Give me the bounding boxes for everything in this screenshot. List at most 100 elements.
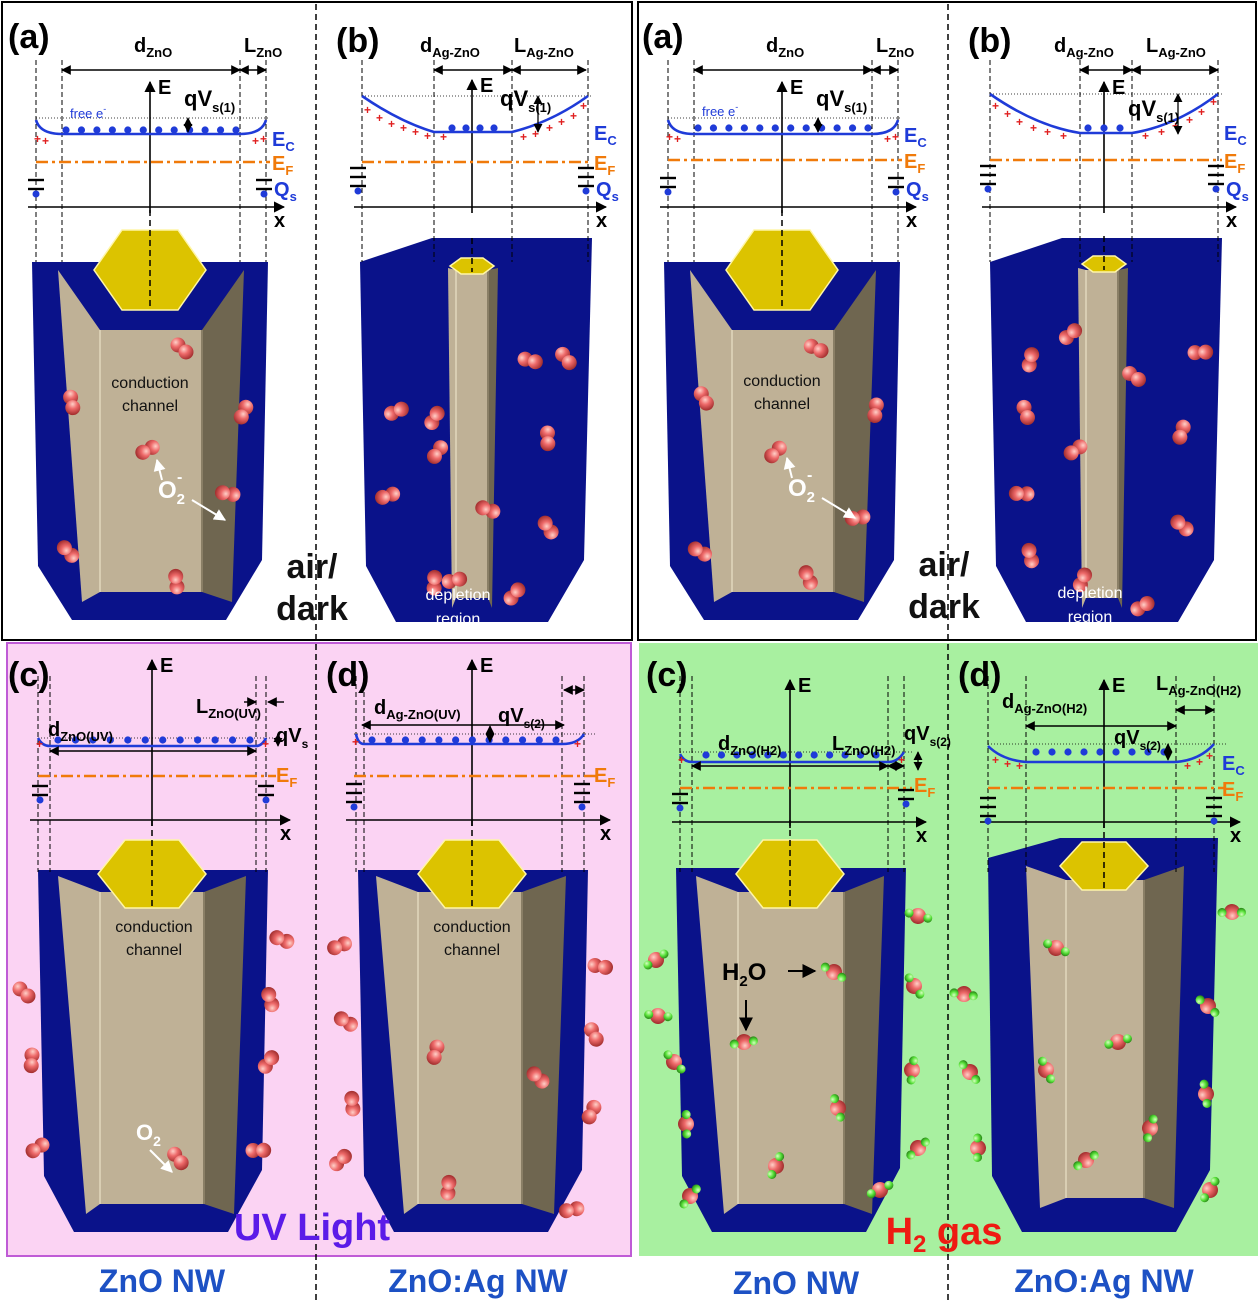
ef-label: EF — [914, 775, 935, 800]
h2o-molecule — [1142, 1114, 1158, 1143]
hydrogen-atom — [1217, 908, 1227, 918]
hexagonal-top-face — [1080, 255, 1128, 273]
positive-charge: + — [574, 737, 581, 751]
oxygen-atom — [1198, 1086, 1214, 1102]
oxygen-atom — [597, 959, 613, 975]
free-electron-dot — [141, 736, 149, 744]
hydrogen-atom — [949, 988, 959, 998]
panel-label-c-uv: (c) — [8, 656, 50, 694]
dim-l-agzno-h2: LAg-ZnO(H2) — [1156, 673, 1241, 698]
surface-charge-symbol — [1206, 796, 1222, 825]
positive-charge: + — [364, 103, 371, 117]
positive-charge: + — [352, 735, 359, 749]
positive-charge: + — [1158, 125, 1165, 139]
ec-letter: E — [1222, 753, 1235, 775]
ef-letter: E — [1222, 779, 1235, 801]
positive-charge: + — [34, 132, 41, 146]
conduction-band-curve — [361, 94, 589, 134]
ef-label: EF — [594, 765, 615, 790]
surface-charge-symbol — [574, 782, 590, 811]
ec-subscript: C — [1237, 133, 1247, 148]
ec-label: EC — [594, 123, 617, 148]
o2-molecule — [135, 439, 160, 460]
pillar-front-face — [100, 892, 204, 1204]
nanowire-b-left — [360, 238, 592, 622]
oxygen-atom — [264, 1050, 280, 1066]
nanowire-d-h2 — [988, 822, 1218, 1232]
oxygen-atom — [698, 395, 714, 411]
qv-label-c-h2: qVs(2) — [904, 723, 951, 749]
hydrogen-atom — [1060, 947, 1070, 957]
pillar-right-face — [204, 876, 246, 1214]
oxygen-atom — [168, 568, 184, 584]
pillar-front-face — [1066, 880, 1144, 1198]
position-axis-label: x — [1226, 210, 1237, 232]
pillar-left-face — [1078, 268, 1086, 608]
qv-label-d-h2: qVs(2) — [1114, 727, 1161, 753]
o2-molecule — [803, 338, 829, 359]
oxygen-atom — [426, 580, 442, 596]
hydrogen-atom — [971, 1074, 981, 1084]
oxygen-atom — [956, 986, 972, 1002]
positive-charge: + — [1198, 105, 1205, 119]
o2-molecule — [1016, 399, 1035, 425]
positive-charge: + — [1142, 129, 1149, 143]
ec-letter: E — [904, 125, 917, 147]
hydrogen-atom — [1143, 1133, 1153, 1143]
oxygen-atom — [558, 1203, 574, 1219]
positive-charge: + — [1044, 125, 1051, 139]
o2-molecule — [475, 500, 501, 519]
free-electron-dot — [779, 751, 787, 759]
pillar-left-face — [690, 270, 732, 602]
surface-charge-symbol — [256, 178, 272, 198]
o2-molecule — [384, 401, 409, 421]
h2o-molecule — [1073, 1150, 1099, 1171]
ef-subscript: F — [1235, 789, 1243, 804]
h2o-label: H2O — [722, 959, 766, 990]
position-axis-label: x — [274, 210, 285, 232]
trapped-electron — [36, 796, 44, 804]
band-diagram-c-uv: Ex++EF — [30, 655, 297, 872]
hydrogen-atom — [1195, 995, 1205, 1005]
trapped-electron — [350, 803, 358, 811]
free-electron-dot — [1096, 748, 1104, 756]
h2o-molecule — [644, 1008, 673, 1024]
o2-molecule — [56, 540, 80, 563]
free-electron-dot — [1080, 748, 1088, 756]
qs-label: Qs — [596, 179, 619, 204]
free-electron-dot — [771, 124, 779, 132]
pillar-front-face — [732, 330, 834, 592]
positive-charge: + — [1004, 757, 1011, 771]
ec-label: EC — [1224, 123, 1247, 148]
h2o-molecule — [729, 1034, 758, 1050]
ef-label: EF — [276, 765, 297, 790]
hydrogen-atom — [1122, 1034, 1132, 1044]
band-diagram-layer: Ex++++ECEFQsEx+++++++++++++ECEFQsEx++++E… — [28, 60, 1249, 872]
trapped-electron — [354, 187, 362, 195]
o2-molecule — [1122, 366, 1146, 387]
energy-axis-label: E — [158, 77, 171, 99]
dim-l-zno-h2: LZnO(H2) — [832, 733, 896, 758]
free-electron-dot — [448, 124, 456, 132]
free-electron-dot — [485, 736, 493, 744]
free-electron-dot — [725, 124, 733, 132]
free-electron-dot — [535, 736, 543, 744]
free-electron-dot — [77, 126, 86, 134]
free-electron-dot — [124, 736, 132, 744]
free-electron-dot — [717, 751, 726, 759]
h2o-molecule — [679, 1184, 701, 1209]
o2-minus-label-right: O2- — [788, 467, 815, 506]
oxygen-atom — [1172, 429, 1188, 445]
caption-zno-right: ZnO NW — [733, 1265, 860, 1301]
o2-molecule — [687, 541, 713, 562]
positive-charge: + — [570, 109, 577, 123]
free-electron-dot — [1084, 124, 1092, 132]
o2-molecule — [214, 485, 241, 502]
oxygen-atom — [426, 448, 442, 464]
hydrogen-atom — [1043, 939, 1053, 949]
oxygen-atom — [1063, 445, 1079, 461]
ef-label: EF — [1222, 779, 1243, 804]
nanowire-layer — [32, 210, 1222, 1232]
